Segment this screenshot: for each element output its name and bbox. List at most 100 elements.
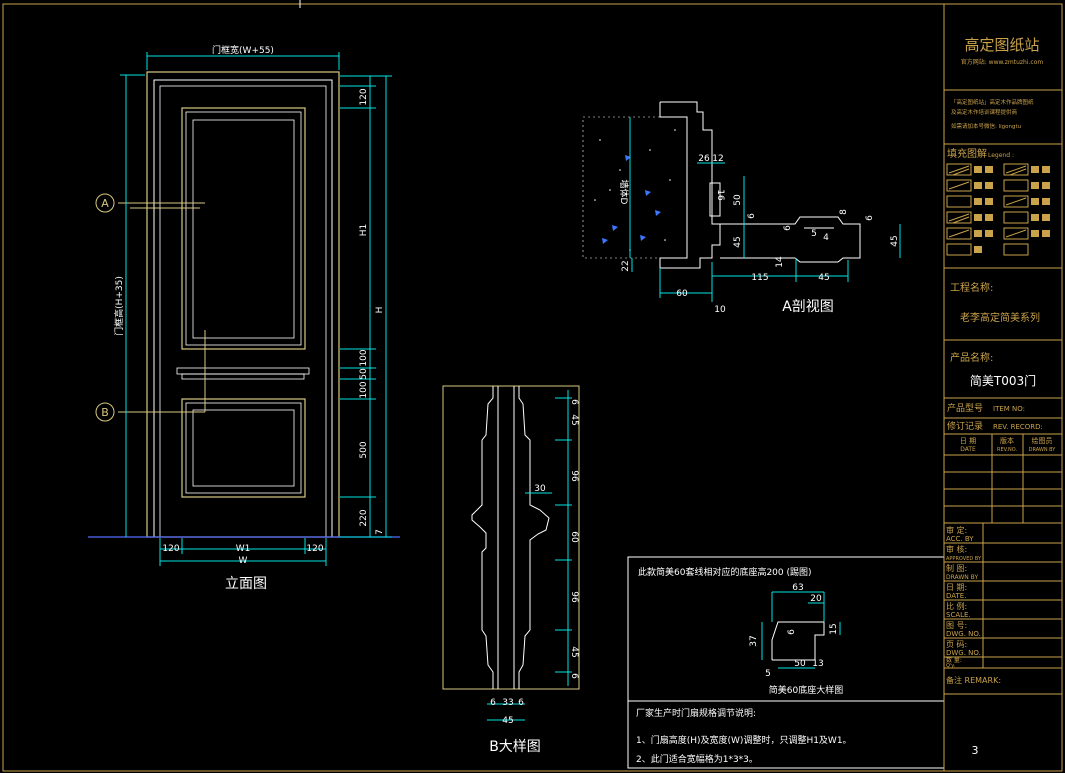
db-r-45b: 45 [569, 646, 579, 657]
sa-14: 14 [775, 256, 785, 268]
lower-panel-mid [185, 402, 302, 494]
plinth-dims [761, 591, 841, 669]
tb-date-cn: 日 期 [960, 437, 976, 445]
tb-draw-en: DRAWN BY [946, 574, 978, 581]
dim-r-500: 500 [359, 441, 369, 458]
plinth-63: 63 [792, 583, 803, 593]
wall-label: 墙体D [618, 180, 630, 205]
section-a: 墙体D 26 12 16 50 6 45 6 5 4 8 [582, 101, 901, 315]
plinth-profile [771, 621, 825, 661]
detail-b-right-profile [518, 386, 550, 689]
sa-45c: 45 [818, 273, 829, 283]
sa-6c: 6 [865, 215, 875, 221]
sa-60: 60 [676, 289, 688, 299]
sa-12: 12 [712, 154, 723, 164]
tb-notice-3: 如需请加本号微信: ligongtu [951, 122, 1021, 130]
detail-b-title: B大样图 [489, 739, 541, 755]
tb-scale-en: SCALE. [946, 611, 971, 619]
section-a-title: A剖视图 [782, 299, 834, 315]
sa-22: 22 [621, 260, 631, 271]
frame-insert [709, 182, 721, 217]
tb-legend-title: 填充图解 [947, 147, 987, 160]
sa-26: 26 [698, 154, 710, 164]
mid-rail-bottom [181, 373, 305, 380]
db-m-30: 30 [534, 484, 546, 494]
dim-r-7: 7 [375, 529, 385, 535]
dim-r-100b: 100 [359, 381, 369, 398]
tb-ver-cn: 版本 [1000, 436, 1014, 445]
tb-legend-swatches [946, 163, 1029, 256]
frame-profile [659, 101, 721, 269]
tb-acc-en: ACC. BY [946, 535, 974, 543]
factory-item-2: 2、此门适合宽幅格为1*3*3。 [636, 753, 758, 765]
plinth-50: 50 [794, 659, 806, 669]
tb-draw-cn: 制 图: [946, 563, 967, 573]
detail-b: 6 45 96 60 96 45 6 30 6 33 6 45 B大样图 [442, 385, 580, 755]
tb-d2-cn: 日 期: [946, 583, 967, 592]
plinth-6: 6 [787, 629, 797, 635]
tb-dwg2-cn: 页 码: [946, 640, 967, 649]
tb-scale-cn: 比 例: [946, 601, 967, 611]
tb-drawn-en: DRAWN BY [1029, 447, 1057, 453]
door-elevation: A B 门框宽(W+55) 门框高(H+35) 120 H1 100 50 10… [88, 44, 400, 592]
tb-date-en: DATE [960, 446, 976, 453]
note-box: 此款简美60套线相对应的底座高200 (踢图) 63 20 37 6 15 5 … [627, 556, 945, 769]
plinth-20: 20 [810, 594, 822, 604]
tb-product-label: 产品名称: [950, 351, 993, 364]
door-frame-outer [146, 71, 340, 538]
marker-b-label: B [101, 406, 109, 419]
tb-dwg-en: DWG. NO. [946, 630, 981, 638]
db-b-45: 45 [502, 716, 513, 726]
tb-qty-cn: 数 量: [946, 656, 962, 664]
sa-6: 6 [747, 213, 757, 219]
tb-project-label: 工程名称: [950, 281, 993, 294]
dim-r-50: 50 [359, 368, 369, 380]
db-r-45a: 45 [569, 414, 579, 425]
db-r-60: 60 [569, 531, 579, 543]
db-r-96b: 96 [569, 591, 579, 603]
sa-45: 45 [733, 236, 743, 247]
tb-item-en: ITEM NO: [993, 405, 1025, 413]
tb-rev-en: REV. RECORD: [993, 423, 1043, 431]
sa-115: 115 [751, 273, 768, 283]
tb-legend-icons [974, 166, 1050, 253]
tb-rev-label: 修订记录 [947, 420, 983, 432]
dim-right-ticks [340, 75, 392, 538]
sa-6b: 6 [783, 225, 793, 231]
tb-product-value: 简美T003门 [970, 373, 1036, 388]
dim-b-w1: W1 [236, 544, 251, 554]
leaf-profile [720, 216, 861, 263]
upper-panel-outer [181, 107, 306, 350]
tb-appr-en: APPROVED BY [946, 556, 982, 562]
tb-appr-cn: 审 核: [946, 544, 967, 554]
plinth-caption: 简美60底座大样图 [769, 684, 843, 696]
tb-project-value: 老李高定简美系列 [960, 311, 1040, 324]
marker-a-label: A [101, 197, 109, 210]
upper-panel-mid [185, 111, 302, 346]
tb-notice-2: 及高定木作培训课程提供商 [951, 108, 1018, 116]
tb-remark: 备注 REMARK: [946, 675, 1001, 685]
tb-dwg-cn: 图 号: [946, 621, 967, 630]
dim-r-h: H [375, 307, 385, 314]
sa-4: 4 [823, 233, 829, 243]
tb-website: 官方网站: www.zmtuzhi.com [961, 58, 1044, 66]
tb-ver-en: REV.NO. [997, 447, 1017, 453]
sa-8: 8 [839, 209, 849, 215]
sa-45b: 45 [890, 235, 900, 246]
tb-acc-cn: 审 定: [946, 525, 967, 535]
detail-b-dim-ticks [555, 397, 572, 673]
section-a-dims [629, 117, 901, 302]
title-block: 高定图纸站 官方网站: www.zmtuzhi.com 「高定图纸站」高定木作品… [943, 4, 1062, 771]
detail-b-frame [442, 385, 580, 690]
tb-qty-en: Q'y. [946, 663, 956, 669]
sa-5: 5 [811, 229, 817, 239]
plinth-13: 13 [812, 659, 823, 669]
tb-legend-sub: Legend : [988, 152, 1014, 159]
factory-item-1: 1、门扇高度(H)及宽度(W)调整时，只调整H1及W1。 [636, 734, 852, 746]
db-r-96a: 96 [569, 470, 579, 482]
marker-a-circle [95, 193, 115, 213]
upper-panel-inner [192, 119, 295, 339]
dim-b-w: W [239, 556, 248, 566]
elevation-title: 立面图 [225, 576, 267, 592]
